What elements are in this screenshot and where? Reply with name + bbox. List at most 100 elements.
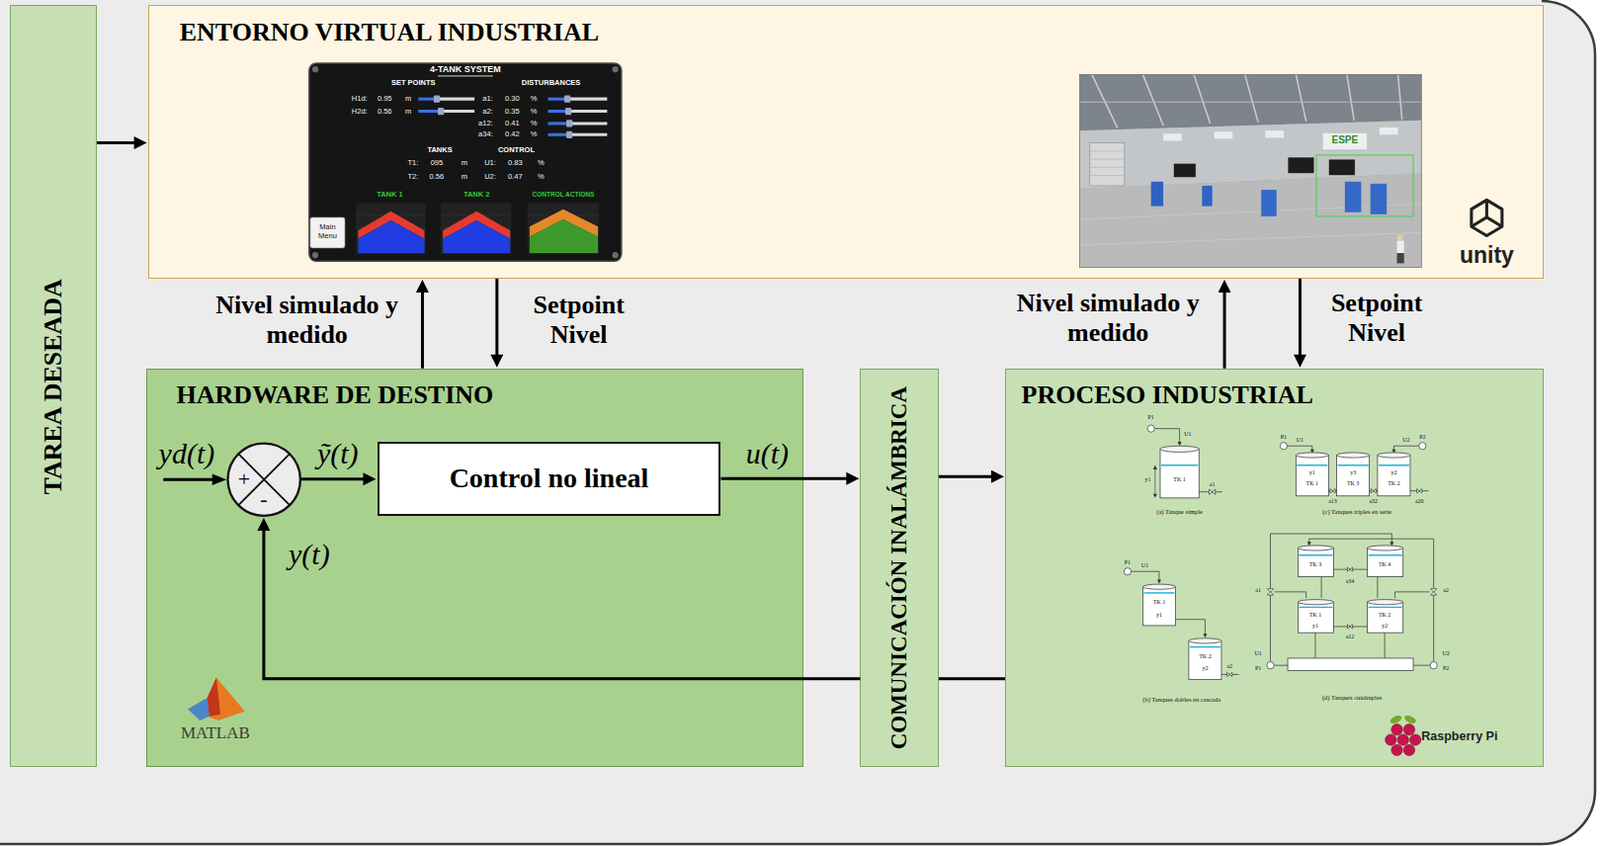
connector-arrow <box>263 524 861 679</box>
hmi-screenshot <box>437 107 444 115</box>
hmi-value: 0.41 <box>505 119 520 129</box>
tank-label: a1 <box>1209 481 1216 489</box>
wireless-band: COMUNICACIÓN INALÁMBRICA <box>859 368 939 768</box>
hmi-chart-title: TANK 2 <box>463 190 491 200</box>
tank-label: U2 <box>1402 436 1410 444</box>
factory-screenshot <box>1079 74 1422 131</box>
hmi-screenshot <box>357 220 424 253</box>
tank-label: U1 <box>1254 649 1262 657</box>
raspberry-logo <box>1409 734 1421 746</box>
factory-screenshot <box>1079 173 1422 268</box>
node-text: ENTORNO VIRTUAL INDUSTRIAL <box>179 18 599 48</box>
node-text: COMUNICACIÓN INALÁMBRICA <box>887 386 913 750</box>
single-tank-figure <box>1198 491 1223 493</box>
hmi-screenshot <box>436 97 475 101</box>
raspberry-logo <box>1388 713 1403 725</box>
triple-tank-figure <box>1310 449 1315 454</box>
triple-tank-figure <box>1337 455 1370 497</box>
figure-caption: (b) Tanques dobles en cascada <box>1142 696 1221 704</box>
tank-label: P1 <box>1124 558 1131 566</box>
tank-label: y1 <box>1145 476 1152 484</box>
hmi-heading: CONTROL <box>498 145 535 155</box>
industrial-process-panel: PROCESO INDUSTRIAL <box>1005 368 1544 768</box>
tank-label: U1 <box>1183 429 1191 437</box>
single-tank-figure <box>1147 424 1155 432</box>
quadruple-tank-figure <box>1298 554 1402 556</box>
triple-tank-figure <box>1417 489 1423 494</box>
edge-label: Nivel simulado y medido <box>200 290 414 350</box>
tank-label: TK 1 <box>1309 610 1323 618</box>
cascade-tank-figure <box>1131 571 1160 582</box>
triple-tank-figure <box>1393 445 1419 451</box>
triple-tank-figure <box>1296 464 1410 466</box>
hmi-screenshot <box>440 109 475 113</box>
factory-screenshot <box>1201 185 1212 207</box>
tank-label: a32 <box>1368 498 1378 506</box>
cascade-tank-figure <box>1188 638 1222 644</box>
raspberry-logo <box>1403 713 1418 725</box>
hmi-value: 0.56 <box>377 106 393 116</box>
hmi-value: 0.30 <box>505 94 520 104</box>
hmi-value: % <box>530 94 538 104</box>
quadruple-tank-figure <box>1287 658 1414 671</box>
hmi-value: T1: <box>407 159 419 169</box>
hmi-value: 0.95 <box>377 94 393 104</box>
hmi-value: 0.83 <box>507 159 523 169</box>
quadruple-tank-figure <box>1266 533 1437 671</box>
tank-label: a34 <box>1346 577 1355 585</box>
triple-tank-figure <box>1287 445 1313 451</box>
raspberry-logo <box>1403 744 1415 756</box>
hmi-value: 0.56 <box>429 171 445 181</box>
figure-caption: (c) Tanques triples en serie <box>1322 508 1392 516</box>
quadruple-tank-figure <box>1334 569 1368 571</box>
factory-screenshot <box>1397 252 1405 263</box>
hmi-value: m <box>405 106 412 116</box>
quadruple-tank-figure <box>1309 538 1434 662</box>
triple-tank-figure <box>1328 490 1429 492</box>
figure-caption: (a) Tanque simple <box>1156 508 1203 516</box>
factory-screenshot <box>1214 131 1234 139</box>
edge-label: y(t) <box>288 536 331 572</box>
hmi-value: a34: <box>478 130 494 140</box>
hmi-screenshot <box>418 109 441 113</box>
tank-label: y1 <box>1312 621 1319 629</box>
sign-text: ESPE <box>1332 135 1359 148</box>
edge-label: Setpoint Nivel <box>1321 288 1432 348</box>
single-tank-figure <box>1154 467 1156 497</box>
quadruple-tank-figure <box>1297 547 1334 577</box>
tank-label: a12 <box>1346 633 1355 641</box>
triple-tank-figure <box>1370 489 1376 494</box>
factory-screenshot <box>1079 74 1422 267</box>
quadruple-tank-figure <box>1367 599 1404 605</box>
quadruple-tank-figure <box>1297 545 1334 551</box>
cascade-tank-figure <box>1221 673 1240 675</box>
quadruple-tank-figure <box>1347 624 1352 629</box>
quadruple-tank-figure <box>1367 545 1404 551</box>
input-arrow <box>212 474 227 486</box>
logo-text: unity <box>1459 242 1515 268</box>
hmi-screenshot <box>529 219 598 253</box>
node-text: TAREA DESEADA <box>39 278 69 495</box>
factory-screenshot <box>1370 183 1388 215</box>
single-tank-figure <box>1178 441 1182 446</box>
tank-label: TK 1 <box>1153 598 1167 606</box>
tank-label: U2 <box>1441 649 1449 657</box>
hmi-value: m <box>461 159 468 169</box>
hmi-screenshot <box>569 121 607 125</box>
input-arrow <box>163 478 215 482</box>
quadruple-tank-figure <box>1273 665 1431 667</box>
task-band: TAREA DESEADA <box>9 4 97 767</box>
signal-label: yd(t) <box>159 436 216 472</box>
junction-sign: - <box>259 487 267 511</box>
hmi-screenshot <box>564 95 571 103</box>
connector-arrow <box>495 278 499 361</box>
quadruple-tank-figure <box>1266 589 1273 595</box>
hmi-value: 095 <box>430 159 444 169</box>
hmi-screenshot <box>355 215 599 228</box>
quadruple-tank-figure <box>1297 601 1334 633</box>
